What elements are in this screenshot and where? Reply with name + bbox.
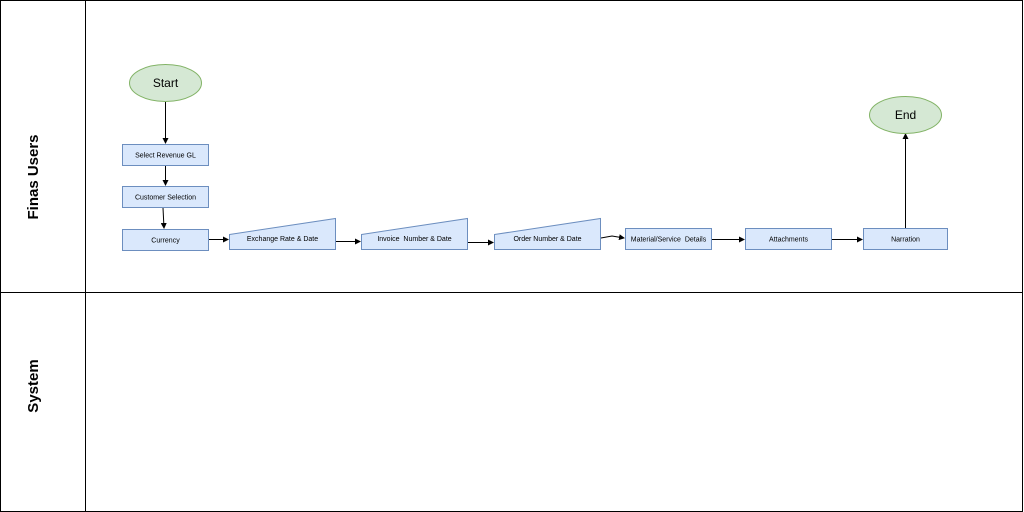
node-customer-selection-label: Customer Selection: [135, 195, 196, 202]
node-select-revenue-gl: Select Revenue GL: [122, 144, 209, 166]
node-order-number-date-label: Order Number & Date: [513, 236, 581, 243]
node-order-number-date: Order Number & Date: [494, 217, 601, 250]
node-narration: Narration: [863, 228, 948, 250]
node-start-label: Start: [153, 76, 179, 90]
node-invoice-number-date-label: Invoice Number & Date: [377, 236, 451, 243]
node-currency: Currency: [122, 229, 209, 251]
node-select-revenue-gl-label: Select Revenue GL: [135, 153, 196, 160]
lane-system: System: [0, 292, 1023, 512]
lane-label-finas-users: Finas Users: [25, 134, 42, 219]
node-exchange-rate-date-label: Exchange Rate & Date: [247, 236, 318, 243]
node-end: End: [869, 96, 942, 134]
node-material-service-details-label: Material/Service Details: [631, 237, 707, 244]
node-start: Start: [129, 64, 202, 102]
node-customer-selection: Customer Selection: [122, 186, 209, 208]
node-invoice-number-date: Invoice Number & Date: [361, 217, 468, 250]
node-attachments-label: Attachments: [769, 237, 808, 244]
node-narration-label: Narration: [891, 237, 920, 244]
node-attachments: Attachments: [745, 228, 832, 250]
edge-order-to-material: [600, 234, 625, 241]
edge-customer-to-currency: [160, 207, 167, 229]
node-material-service-details: Material/Service Details: [625, 228, 712, 250]
node-end-label: End: [895, 108, 916, 122]
node-exchange-rate-date: Exchange Rate & Date: [229, 217, 336, 250]
connectors: [160, 102, 909, 246]
lane-label-system: System: [25, 359, 42, 412]
node-currency-label: Currency: [151, 238, 180, 245]
